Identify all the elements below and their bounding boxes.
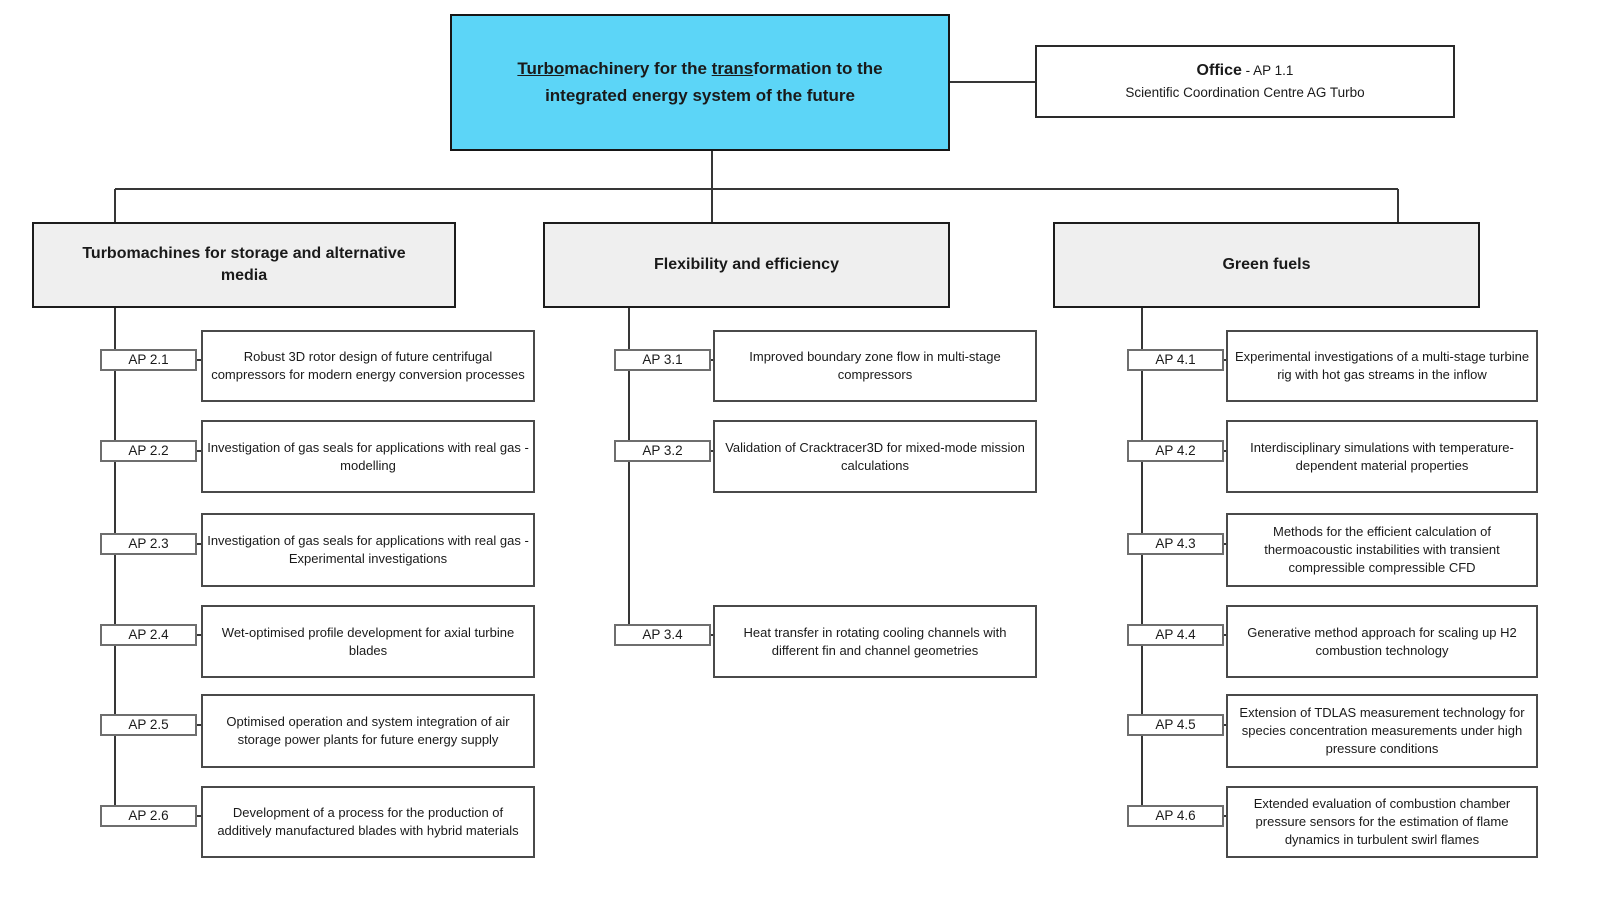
ap-desc-2-4: Wet-optimised profile development for ax… [201,605,535,678]
office-title-line: Office - AP 1.1 [1197,59,1294,84]
root-title-box: Turbomachinery for the transformation to… [450,14,950,151]
ap-code-4-2: AP 4.2 [1127,440,1224,462]
ap-code-4-6: AP 4.6 [1127,805,1224,827]
ap-code-4-3: AP 4.3 [1127,533,1224,555]
ap-desc-3-1: Improved boundary zone flow in multi-sta… [713,330,1037,402]
ap-code-3-4: AP 3.4 [614,624,711,646]
root-title-segment: trans [711,59,754,79]
ap-desc-2-6: Development of a process for the product… [201,786,535,858]
ap-desc-4-3: Methods for the efficient calculation of… [1226,513,1538,587]
ap-desc-4-4: Generative method approach for scaling u… [1226,605,1538,678]
root-title-segment: formation to the integrated energy syste… [545,59,883,105]
branch-header-storage: Turbomachines for storage and alternativ… [32,222,456,308]
branch-header-flexibility: Flexibility and efficiency [543,222,950,308]
root-title-segment: machinery for the [564,59,712,79]
ap-desc-2-2: Investigation of gas seals for applicati… [201,420,535,493]
root-title-segment: Turbo [517,59,565,79]
ap-desc-4-1: Experimental investigations of a multi-s… [1226,330,1538,402]
ap-desc-4-2: Interdisciplinary simulations with tempe… [1226,420,1538,493]
ap-code-4-4: AP 4.4 [1127,624,1224,646]
ap-desc-4-6: Extended evaluation of combustion chambe… [1226,786,1538,858]
ap-code-4-1: AP 4.1 [1127,349,1224,371]
ap-code-2-6: AP 2.6 [100,805,197,827]
office-code: - AP 1.1 [1245,62,1294,78]
ap-code-2-4: AP 2.4 [100,624,197,646]
ap-desc-3-4: Heat transfer in rotating cooling channe… [713,605,1037,678]
ap-code-3-1: AP 3.1 [614,349,711,371]
ap-desc-3-2: Validation of Cracktracer3D for mixed-mo… [713,420,1037,493]
ap-code-2-1: AP 2.1 [100,349,197,371]
ap-code-3-2: AP 3.2 [614,440,711,462]
office-name: Office [1196,61,1242,79]
ap-code-2-5: AP 2.5 [100,714,197,736]
ap-desc-2-3: Investigation of gas seals for applicati… [201,513,535,587]
office-box: Office - AP 1.1 Scientific Coordination … [1035,45,1455,118]
ap-code-2-3: AP 2.3 [100,533,197,555]
root-title: Turbomachinery for the transformation to… [480,56,920,109]
office-subtitle: Scientific Coordination Centre AG Turbo [1125,85,1365,101]
ap-code-2-2: AP 2.2 [100,440,197,462]
ap-desc-2-5: Optimised operation and system integrati… [201,694,535,768]
ap-desc-2-1: Robust 3D rotor design of future centrif… [201,330,535,402]
ap-desc-4-5: Extension of TDLAS measurement technolog… [1226,694,1538,768]
branch-header-green-fuels: Green fuels [1053,222,1480,308]
ap-code-4-5: AP 4.5 [1127,714,1224,736]
